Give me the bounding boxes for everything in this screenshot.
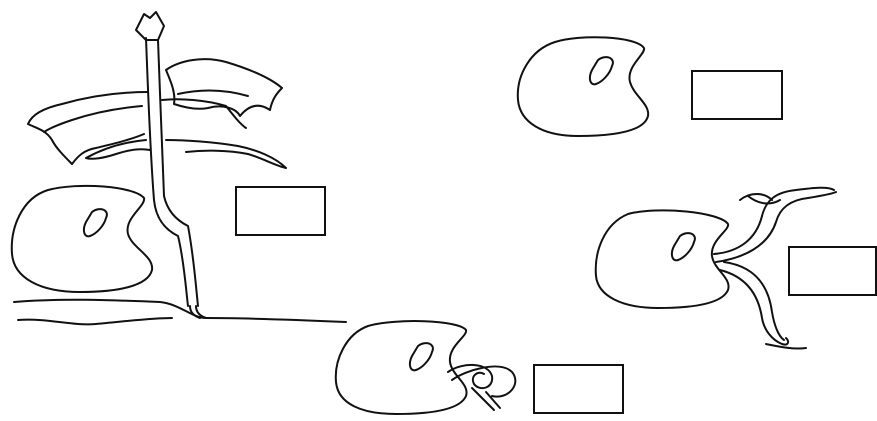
primary-root-inner xyxy=(720,270,782,344)
root-tip xyxy=(766,338,806,349)
label-box-young-seedling[interactable] xyxy=(789,247,876,295)
seed-hilum xyxy=(410,343,433,370)
curled-radicle xyxy=(448,365,492,388)
seed-coat-outline xyxy=(518,37,648,136)
soil-line-lower xyxy=(18,318,172,324)
emerging-shoot xyxy=(740,194,780,203)
radicle-tip xyxy=(472,388,500,410)
seed-coat-outline xyxy=(336,321,467,414)
upper-leaf-vein xyxy=(178,91,248,97)
label-box-mature-seedling[interactable] xyxy=(236,187,325,235)
label-box-seed[interactable] xyxy=(692,71,782,119)
main-stem-inner xyxy=(158,40,198,306)
root-system xyxy=(190,306,206,318)
left-leaf xyxy=(28,92,148,164)
seed-coat-outline xyxy=(596,210,729,308)
left-leaf-vein xyxy=(44,106,142,132)
upper-leaf xyxy=(166,59,282,116)
seed-hilum xyxy=(590,57,613,84)
cotyledon-hilum xyxy=(84,209,107,236)
mature-seedling-icon xyxy=(12,12,346,324)
germinating-seed-icon xyxy=(336,321,516,414)
shoot-tip xyxy=(136,12,164,40)
cotyledon-outline xyxy=(12,186,152,292)
bean-seed-icon xyxy=(518,37,648,136)
label-box-germinating-seed[interactable] xyxy=(534,365,623,413)
seed-hilum xyxy=(672,233,695,260)
lower-leaf xyxy=(166,140,286,168)
soil-line xyxy=(14,300,346,322)
